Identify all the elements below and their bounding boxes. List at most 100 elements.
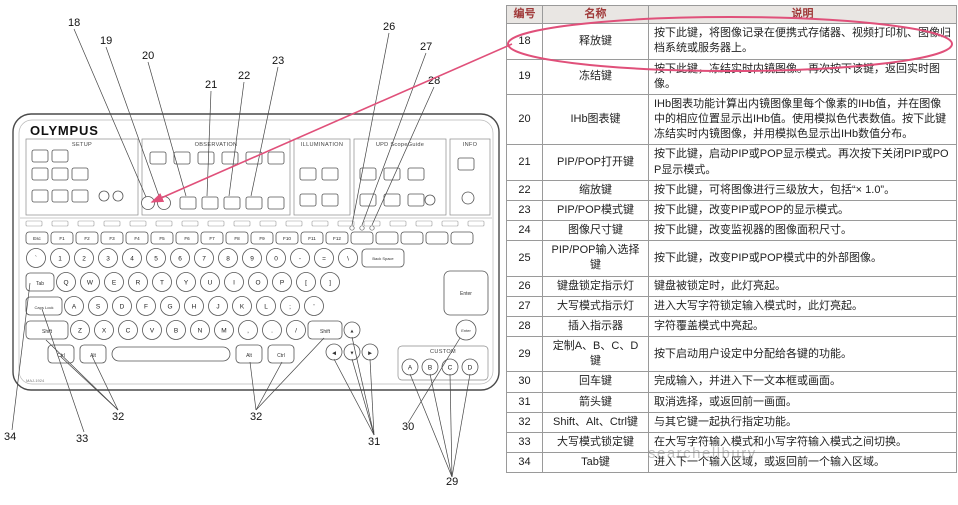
- panel-key: [221, 151, 239, 165]
- key-label: L: [264, 303, 268, 310]
- key-name: 键盘锁定指示灯: [542, 275, 649, 297]
- enter-key-label: Enter: [460, 291, 472, 297]
- caps-mode-led: [359, 225, 365, 231]
- panel-key: [457, 157, 475, 171]
- key-description: 按下此键，可将图像进行三级放大，包括“× 1.0”。: [648, 179, 957, 201]
- key-M: [214, 320, 234, 340]
- key-label: S: [96, 303, 101, 310]
- key-label: \: [347, 255, 349, 262]
- key-label: 6: [178, 255, 182, 262]
- key-label: 8: [226, 255, 230, 262]
- indicator-strip-key: [415, 220, 433, 227]
- key-3: [98, 248, 118, 268]
- col-header-name: 名称: [542, 4, 649, 25]
- key-name: 释放键: [542, 23, 649, 60]
- key-label: Z: [78, 327, 82, 334]
- key-H: [184, 296, 204, 316]
- key-label: F1: [59, 236, 65, 241]
- setup-group-box: [25, 138, 139, 216]
- key-label: ;: [289, 303, 291, 310]
- tab-key: [25, 272, 55, 292]
- key-name: 大写模式指示灯: [542, 295, 649, 317]
- key-F1: [50, 231, 74, 245]
- callout-26: 26: [383, 21, 395, 33]
- key-description: 按下此键，冻结实时内镜图像。再次按下该键，返回实时图像。: [648, 58, 957, 95]
- ctrl-right-key: [267, 344, 295, 364]
- key-name: 图像尺寸键: [542, 220, 649, 242]
- arrow-up-icon: ▲: [350, 329, 355, 335]
- key-label: B: [174, 327, 178, 334]
- callout-line: [73, 28, 147, 198]
- panel-key: [31, 149, 49, 163]
- panel-key-round: [461, 191, 475, 205]
- callout-line: [249, 361, 257, 411]
- key-description: 按下此键，启动PIP或POP显示模式。再次按下关闭PIP或POP显示模式。: [648, 144, 957, 181]
- key-label: ,: [247, 327, 249, 334]
- key-name: PIP/POP打开键: [542, 144, 649, 181]
- key-label: F5: [159, 236, 165, 241]
- indicator-strip-key: [337, 220, 355, 227]
- key-F3: [100, 231, 124, 245]
- callout-34: 34: [4, 431, 16, 443]
- alt-right-key-label: Alt: [246, 353, 252, 359]
- key-K: [232, 296, 252, 316]
- key-X: [94, 320, 114, 340]
- key-description: 进入下一个输入区域，或返回前一个输入区域。: [648, 452, 957, 474]
- panel-key: [383, 193, 401, 207]
- callout-line: [409, 373, 453, 478]
- custom-c-key-label: C: [448, 365, 453, 372]
- key-label: P: [280, 279, 284, 286]
- key-label: W: [87, 279, 94, 286]
- callout-line: [407, 337, 461, 424]
- key-name: IHb图表键: [542, 93, 649, 146]
- callout-line: [105, 46, 161, 200]
- key-I: [224, 272, 244, 292]
- key-description: 按下启动用户设定中分配给各键的功能。: [648, 336, 957, 373]
- key-blank: [375, 231, 399, 245]
- key-name: 箭头键: [542, 391, 649, 413]
- key-L: [256, 296, 276, 316]
- key-G: [160, 296, 180, 316]
- indicator-strip-key: [389, 220, 407, 227]
- key-label: 0: [274, 255, 278, 262]
- key-label: F2: [84, 236, 90, 241]
- key-name: PIP/POP模式键: [542, 199, 649, 222]
- key-\: [338, 248, 358, 268]
- key-blank: [450, 231, 474, 245]
- panel-key: [223, 196, 241, 210]
- panel-key: [383, 167, 401, 181]
- table-header-row: 编号 名称 说明: [506, 4, 957, 25]
- key-C: [118, 320, 138, 340]
- key-description: 字符覆盖模式中亮起。: [648, 315, 957, 338]
- key-F: [136, 296, 156, 316]
- key-label: F11: [308, 236, 316, 241]
- key-label: Y: [184, 279, 189, 286]
- key-name: Shift、Alt、Ctrl键: [542, 411, 649, 433]
- observation-group-label: OBSERVATION: [195, 142, 238, 148]
- callout-line: [255, 337, 325, 411]
- watermark-text: searchellbury: [648, 445, 757, 462]
- alt-left-key-label: Alt: [90, 353, 96, 359]
- indicator-strip-key: [441, 220, 459, 227]
- row-number: 34: [506, 452, 543, 474]
- key-description: 取消选择，或返回前一画面。: [648, 391, 957, 413]
- release-key: [141, 196, 155, 210]
- key-': [304, 296, 324, 316]
- key-description: 按下此键，改变PIP或POP的显示模式。: [648, 199, 957, 222]
- row-number: 28: [506, 315, 543, 338]
- callout-line: [59, 355, 119, 411]
- panel-key: [51, 189, 69, 203]
- key-]: [320, 272, 340, 292]
- row-number: 22: [506, 179, 543, 201]
- key-name: 大写模式锁定键: [542, 431, 649, 454]
- key-R: [128, 272, 148, 292]
- row-number: 30: [506, 371, 543, 393]
- key-2: [74, 248, 94, 268]
- key-label: 4: [130, 255, 134, 262]
- key-S: [88, 296, 108, 316]
- row-number: 31: [506, 391, 543, 413]
- callout-19: 19: [100, 35, 112, 47]
- callout-line: [369, 358, 375, 436]
